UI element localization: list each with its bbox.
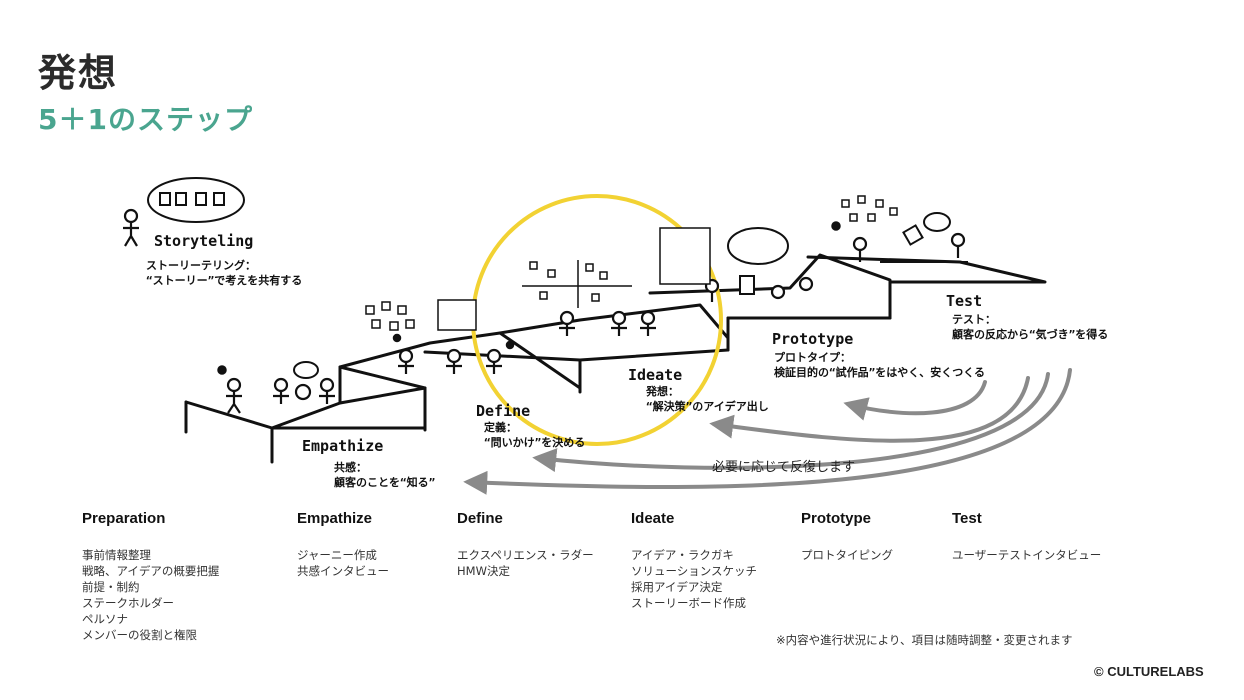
- copyright-mark: © CULTURELABS: [1094, 664, 1204, 679]
- list-item: ストーリーボード作成: [631, 596, 746, 610]
- column-items: 事前情報整理 戦略、アイデアの概要把握 前提・制約 ステークホルダー ペルソナ …: [82, 547, 252, 643]
- list-item: メンバーの役割と権限: [82, 628, 197, 642]
- column-define: Define エクスペリエンス・ラダー HMW決定: [457, 510, 627, 579]
- list-item: 採用アイデア決定: [631, 580, 723, 594]
- column-heading: Ideate: [631, 510, 675, 527]
- list-item: 前提・制約: [82, 580, 140, 594]
- speech-bubbles: [147, 177, 951, 379]
- column-empathize: Empathize ジャーニー作成 共感インタビュー: [297, 510, 467, 579]
- staircase-diagram: [123, 177, 1072, 495]
- list-item: エクスペリエンス・ラダー: [457, 548, 594, 562]
- column-heading: Define: [457, 510, 503, 527]
- stage-storyteling-name: Storyteling: [154, 232, 254, 250]
- stage-test-name: Test: [946, 292, 983, 310]
- iteration-loop-arrows: [463, 368, 1072, 495]
- column-preparation: Preparation 事前情報整理 戦略、アイデアの概要把握 前提・制約 ステ…: [82, 510, 252, 643]
- stage-test-desc: テスト： 顧客の反応から“気づき”を得る: [952, 313, 1109, 341]
- column-items: プロトタイピング: [801, 547, 971, 563]
- column-heading: Test: [952, 510, 982, 527]
- list-item: 戦略、アイデアの概要把握: [82, 564, 220, 578]
- column-prototype: Prototype プロトタイピング: [801, 510, 971, 563]
- column-items: ジャーニー作成 共感インタビュー: [297, 547, 467, 579]
- lightbulb-icons: [217, 221, 841, 375]
- stick-figures: [123, 208, 966, 414]
- list-item: 事前情報整理: [82, 548, 151, 562]
- list-item: 共感インタビュー: [297, 564, 389, 578]
- list-item: プロトタイピング: [801, 548, 893, 562]
- column-heading: Empathize: [297, 510, 373, 527]
- list-item: ジャーニー作成: [297, 548, 377, 562]
- list-item: ソリューションスケッチ: [631, 564, 758, 578]
- column-items: ユーザーテストインタビュー: [952, 547, 1122, 563]
- column-test: Test ユーザーテストインタビュー: [952, 510, 1122, 563]
- stage-define-name: Define: [476, 402, 531, 420]
- list-item: HMW決定: [457, 564, 510, 578]
- stage-ideate-desc: 発想： “解決策”のアイデア出し: [646, 385, 769, 413]
- prototype-props: [739, 224, 968, 295]
- stage-empathize-name: Empathize: [302, 437, 384, 455]
- stage-define-desc: 定義： “問いかけ”を決める: [484, 421, 586, 449]
- column-items: エクスペリエンス・ラダー HMW決定: [457, 547, 627, 579]
- stage-prototype-desc: プロトタイプ： 検証目的の“試作品”をはやく、安くつくる: [774, 351, 986, 379]
- stage-storyteling-desc: ストーリーテリング： “ストーリー”で考えを共有する: [146, 259, 303, 287]
- column-heading: Prototype: [801, 510, 872, 527]
- page-subtitle: 5＋1のステップ: [38, 103, 253, 136]
- list-item: アイデア・ラクガキ: [631, 548, 734, 562]
- stair-steps: [184, 253, 1047, 464]
- iteration-loop-label: 必要に応じて反復します: [712, 460, 856, 475]
- column-items: アイデア・ラクガキ ソリューションスケッチ 採用アイデア決定 ストーリーボード作…: [631, 547, 801, 611]
- stage-prototype-name: Prototype: [772, 330, 854, 348]
- page-title: 発想: [38, 51, 119, 95]
- stage-ideate-name: Ideate: [628, 366, 683, 384]
- column-heading: Preparation: [82, 510, 166, 527]
- adjustment-note: ※内容や進行状況により、項目は随時調整・変更されます: [776, 633, 1073, 647]
- stage-empathize-desc: 共感： 顧客のことを“知る”: [334, 461, 436, 489]
- list-item: ユーザーテストインタビュー: [952, 548, 1102, 562]
- list-item: ペルソナ: [82, 612, 128, 626]
- sticky-notes: [365, 195, 898, 331]
- list-item: ステークホルダー: [82, 596, 174, 610]
- column-ideate: Ideate アイデア・ラクガキ ソリューションスケッチ 採用アイデア決定 スト…: [631, 510, 801, 611]
